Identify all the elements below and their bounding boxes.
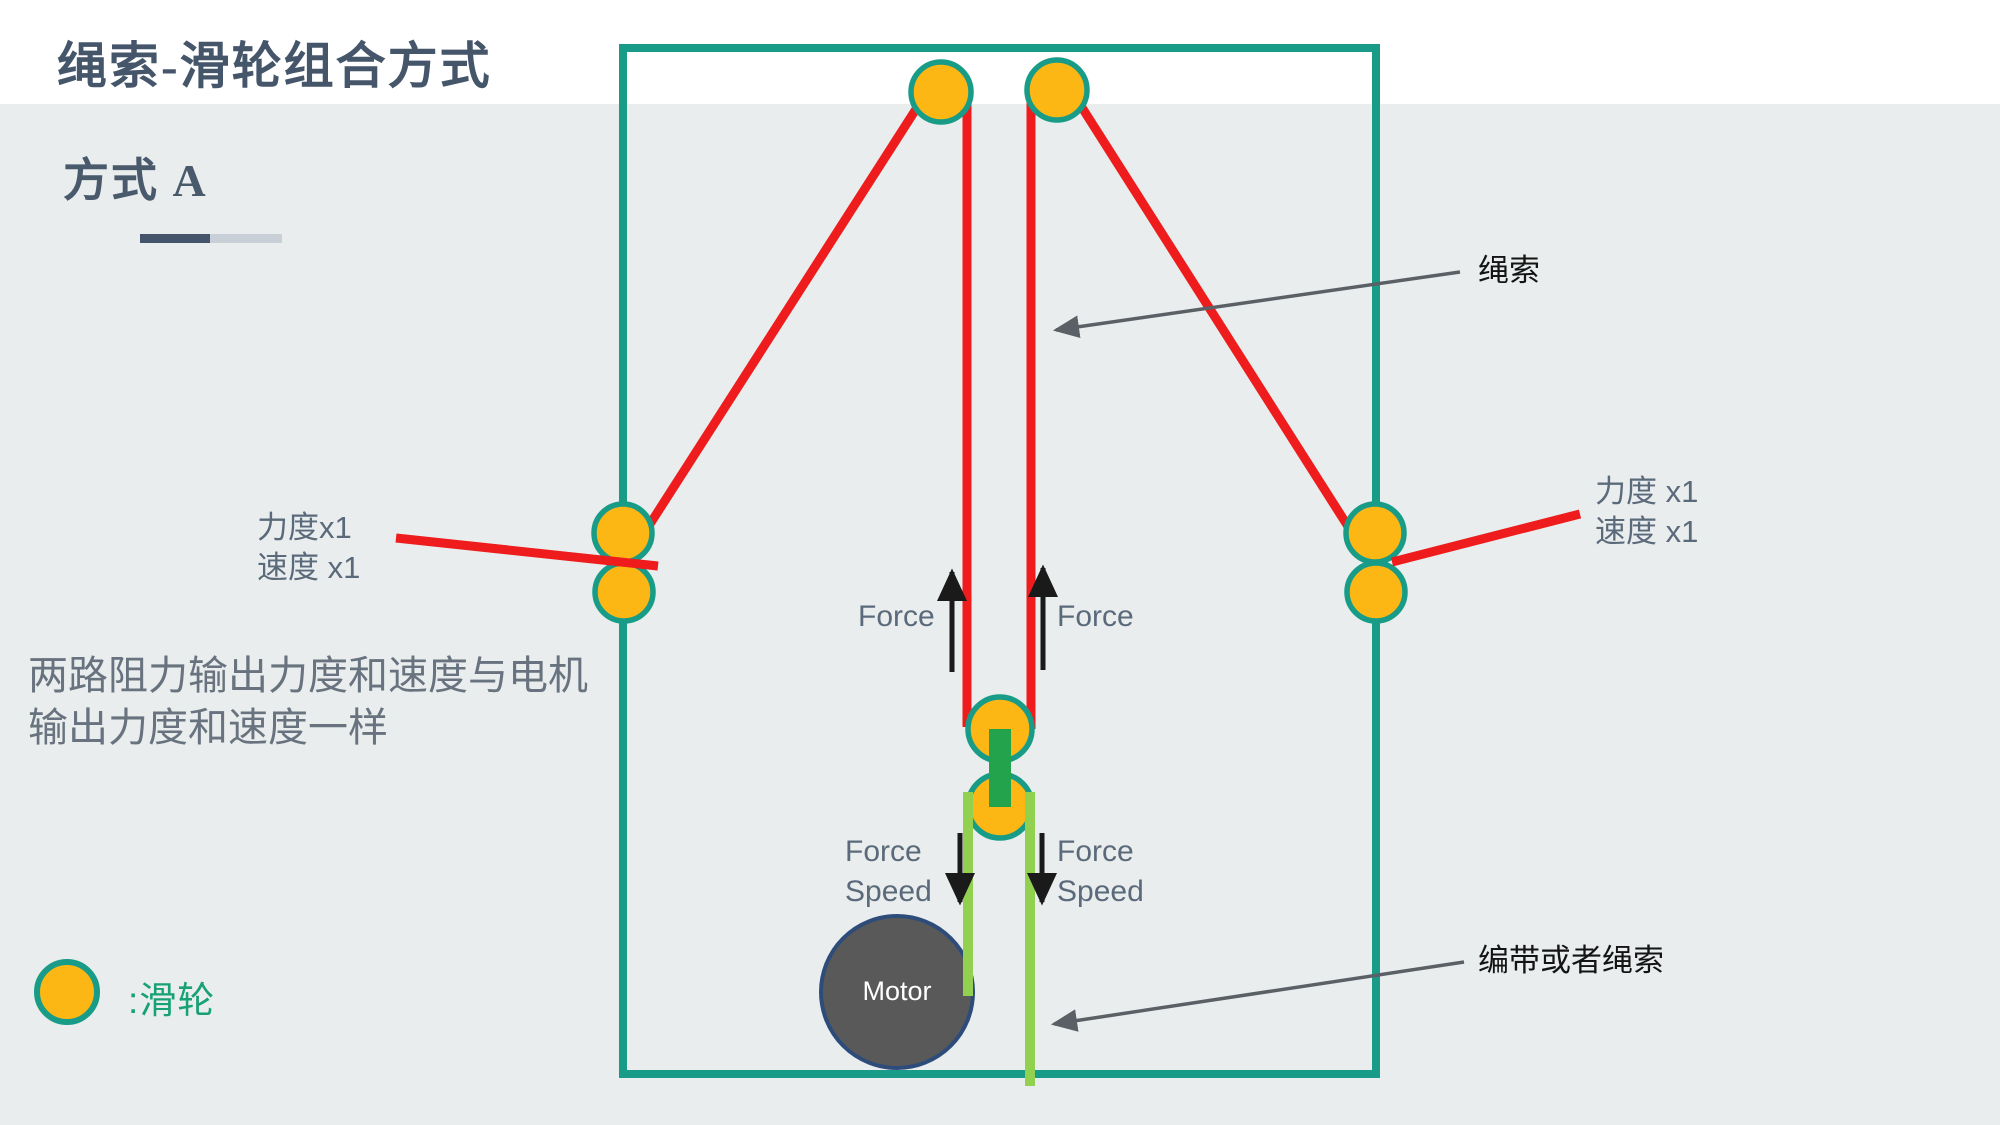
force-speed-left-line1: Force [845, 835, 922, 868]
page-title: 绳索-滑轮组合方式 [57, 38, 492, 94]
rope-right-diagonal [1077, 103, 1353, 531]
slide-subtitle: 方式 A [63, 155, 208, 206]
rope-annotation-label: 绳索 [1478, 253, 1540, 288]
underline-light-segment [210, 234, 282, 243]
force-label-mid-left: Force [858, 600, 935, 633]
rope-lines [646, 92, 1353, 729]
right-output-label: 力度 x1 速度 x1 [1595, 472, 1698, 552]
force-arrows [937, 564, 1058, 906]
force-speed-right-line1: Force [1057, 835, 1134, 868]
force-speed-label-right: Force Speed [1057, 832, 1144, 912]
pulley-icon-right-lower [1344, 560, 1408, 624]
force-speed-label-left: Force Speed [845, 832, 932, 912]
subtitle-underline [140, 234, 282, 243]
left-output-force: 力度x1 [257, 510, 352, 545]
pulley-icon-top-left [908, 59, 974, 125]
rope-right-output [1390, 509, 1582, 567]
belt-annotation-arrow [1050, 960, 1465, 1032]
note-text: 两路阻力输出力度和速度与电机 输出力度和速度一样 [28, 650, 588, 754]
force-label-mid-right: Force [1057, 600, 1134, 633]
legend-pulley-icon [34, 959, 100, 1025]
note-line-1: 两路阻力输出力度和速度与电机 [28, 653, 588, 698]
pulley-icon-left-lower [592, 560, 656, 624]
legend-pulley-label: :滑轮 [128, 980, 216, 1021]
pulley-shaft [989, 729, 1011, 807]
annotation-arrows [1050, 270, 1465, 1032]
rope-left-diagonal [646, 103, 922, 527]
underline-dark-segment [140, 234, 210, 243]
frame-rect [619, 44, 1380, 1078]
pulleys [591, 57, 1408, 841]
force-speed-left-line2: Speed [845, 875, 932, 908]
right-output-speed: 速度 x1 [1595, 514, 1699, 549]
rope-annotation-arrow [1052, 270, 1461, 338]
note-line-2: 输出力度和速度一样 [28, 705, 388, 750]
force-speed-right-line2: Speed [1057, 875, 1144, 908]
pulley-icon-top-right [1024, 57, 1090, 123]
right-output-force: 力度 x1 [1595, 474, 1699, 509]
rope-output-lines [395, 509, 1582, 571]
left-output-label: 力度x1 速度 x1 [257, 508, 360, 588]
motor-label: Motor [862, 976, 932, 1006]
pulley-icon-right-upper [1343, 501, 1407, 565]
rope-left-output [395, 533, 659, 571]
left-output-speed: 速度 x1 [257, 550, 361, 585]
belt-annotation-label: 编带或者绳索 [1478, 943, 1664, 978]
pulley-icon-left-upper [591, 501, 655, 565]
